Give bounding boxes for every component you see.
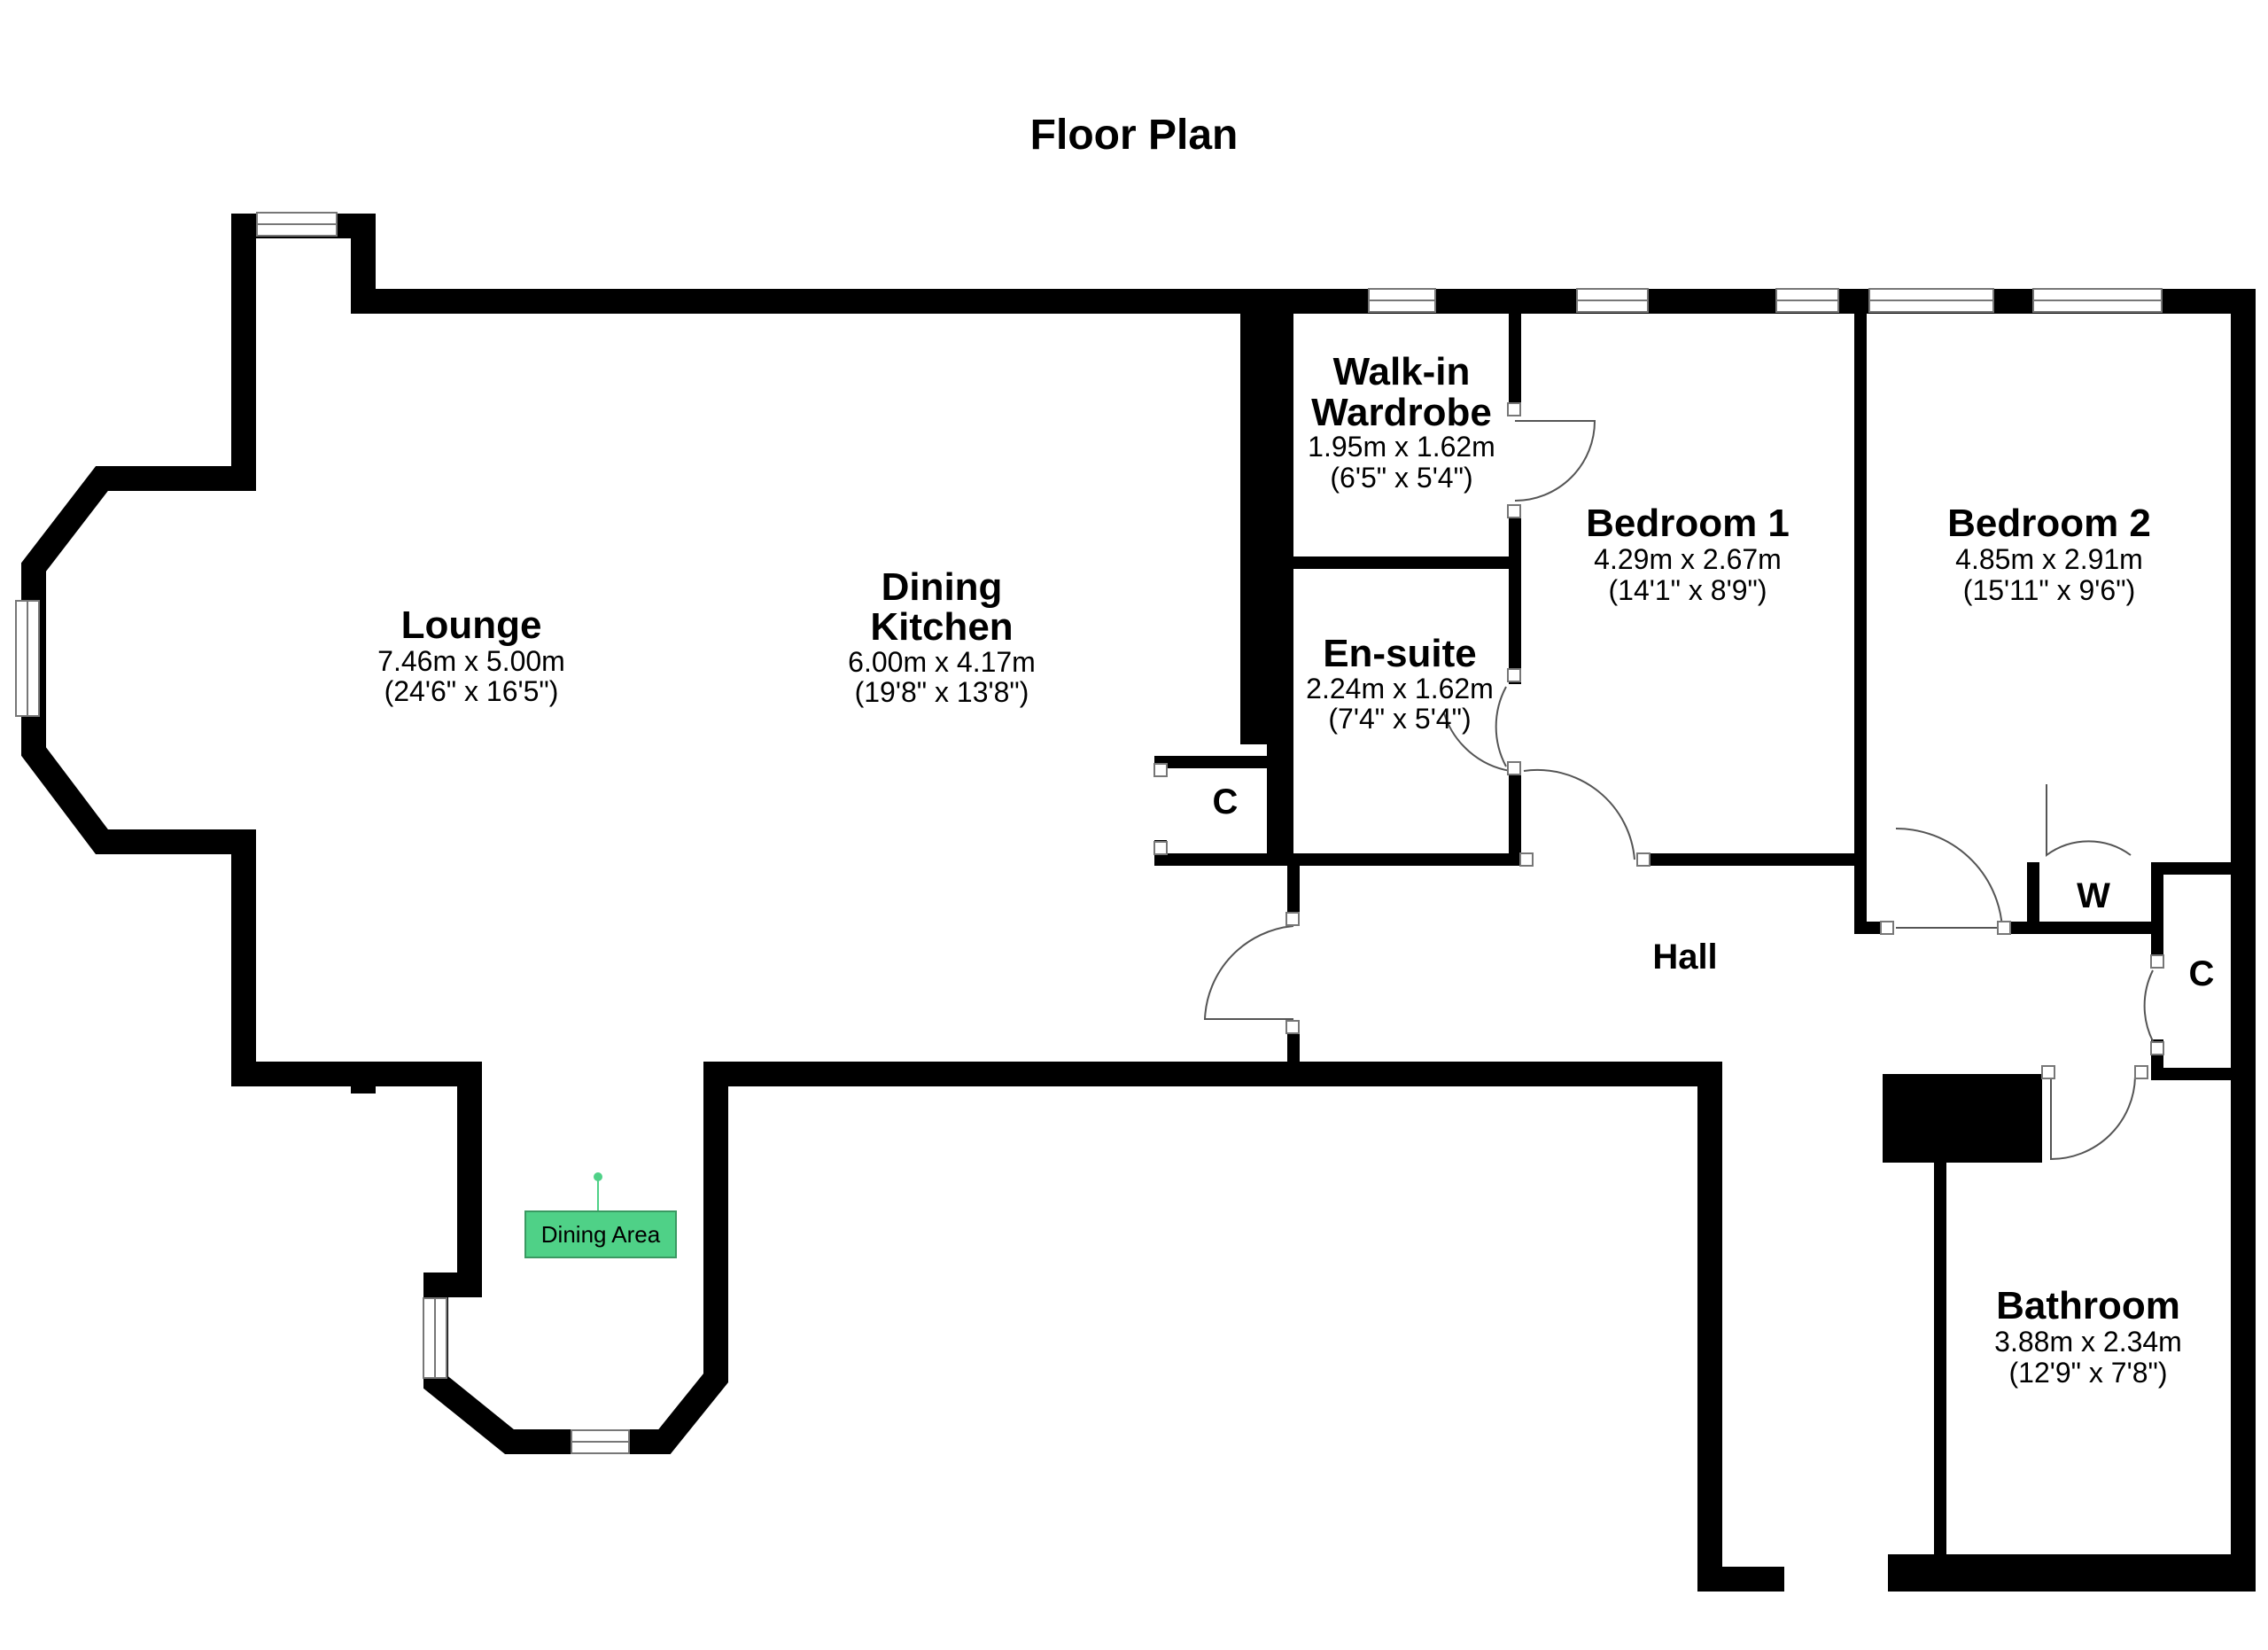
room-dim-imperial: (24'6" x 16'5") <box>384 675 559 707</box>
room-bathroom: Bathroom 3.88m x 2.34m (12'9" x 7'8") <box>1994 1284 2182 1389</box>
room-dim-metric: 4.29m x 2.67m <box>1594 543 1782 575</box>
room-dim-metric: 6.00m x 4.17m <box>848 646 1036 678</box>
room-name-line2: Kitchen <box>870 605 1013 649</box>
tag-label: Dining Area <box>541 1221 661 1248</box>
interior-walls <box>1154 295 2249 1585</box>
windows <box>15 212 2163 1454</box>
room-dim-metric: 2.24m x 1.62m <box>1306 673 1494 704</box>
window-bedroom2-b <box>2032 288 2163 313</box>
door-ensuite <box>1443 686 1511 772</box>
window-lounge-top <box>256 212 338 237</box>
tag-pin-icon <box>594 1172 602 1181</box>
room-en-suite: En-suite 2.24m x 1.62m (7'4" x 5'4") <box>1306 632 1494 735</box>
window-bedroom1-a <box>1576 288 1649 313</box>
room-name: Dining <box>882 565 1003 609</box>
hall-label: Hall <box>1652 938 1717 977</box>
room-dim-imperial: (12'9" x 7'8") <box>2008 1357 2167 1389</box>
dining-area-tag: Dining Area <box>524 1172 677 1258</box>
window-wardrobe <box>1368 288 1436 313</box>
door-bedroom1 <box>1523 768 1635 860</box>
room-name: En-suite <box>1323 632 1477 675</box>
room-dim-imperial: (14'1" x 8'9") <box>1608 574 1767 606</box>
room-name: Bedroom 2 <box>1947 502 2151 545</box>
room-name: Bathroom <box>1996 1284 2180 1327</box>
outer-walls <box>21 214 2256 1592</box>
room-name: Lounge <box>401 603 542 647</box>
door-wardrobe <box>1514 420 1596 502</box>
door-dining-kitchen <box>1203 925 1294 1020</box>
door-c-cupboard <box>2143 969 2154 1042</box>
window-dining-area-bottom <box>571 1429 630 1454</box>
room-dim-metric: 4.85m x 2.91m <box>1955 543 2143 575</box>
room-dim-imperial: (19'8" x 13'8") <box>855 676 1029 708</box>
plan-title: Floor Plan <box>1030 112 1239 159</box>
wardrobe-w-label: W <box>2077 876 2110 915</box>
window-bedroom1-b <box>1775 288 1839 313</box>
door-w-cupboard <box>2046 784 2132 857</box>
cupboard-left-label: C <box>1213 782 1239 821</box>
window-lounge-left <box>15 600 40 717</box>
room-name: Walk-in <box>1333 350 1471 393</box>
door-bedroom2 <box>1895 827 2004 929</box>
room-bedroom-1: Bedroom 1 4.29m x 2.67m (14'1" x 8'9") <box>1586 502 1790 606</box>
window-dining-area-left <box>423 1297 447 1379</box>
room-dim-metric: 3.88m x 2.34m <box>1994 1326 2182 1358</box>
room-name: Bedroom 1 <box>1586 502 1790 545</box>
window-bedroom2-a <box>1868 288 1994 313</box>
room-bedroom-2: Bedroom 2 4.85m x 2.91m (15'11" x 9'6") <box>1947 502 2151 606</box>
room-dim-imperial: (7'4" x 5'4") <box>1328 703 1471 735</box>
cupboard-right-label: C <box>2189 954 2215 993</box>
room-lounge: Lounge 7.46m x 5.00m (24'6" x 16'5") <box>377 603 565 707</box>
door-bathroom <box>2050 1076 2136 1161</box>
room-name-line2: Wardrobe <box>1311 391 1492 434</box>
room-dim-imperial: (15'11" x 9'6") <box>1963 574 2135 606</box>
room-dining-kitchen: Dining Kitchen 6.00m x 4.17m (19'8" x 13… <box>848 565 1036 708</box>
room-walk-in-wardrobe: Walk-in Wardrobe 1.95m x 1.62m (6'5" x 5… <box>1308 350 1495 494</box>
room-dim-metric: 7.46m x 5.00m <box>377 645 565 677</box>
room-dim-imperial: (6'5" x 5'4") <box>1330 462 1472 494</box>
room-dim-metric: 1.95m x 1.62m <box>1308 431 1495 463</box>
doors <box>1153 402 2164 1161</box>
